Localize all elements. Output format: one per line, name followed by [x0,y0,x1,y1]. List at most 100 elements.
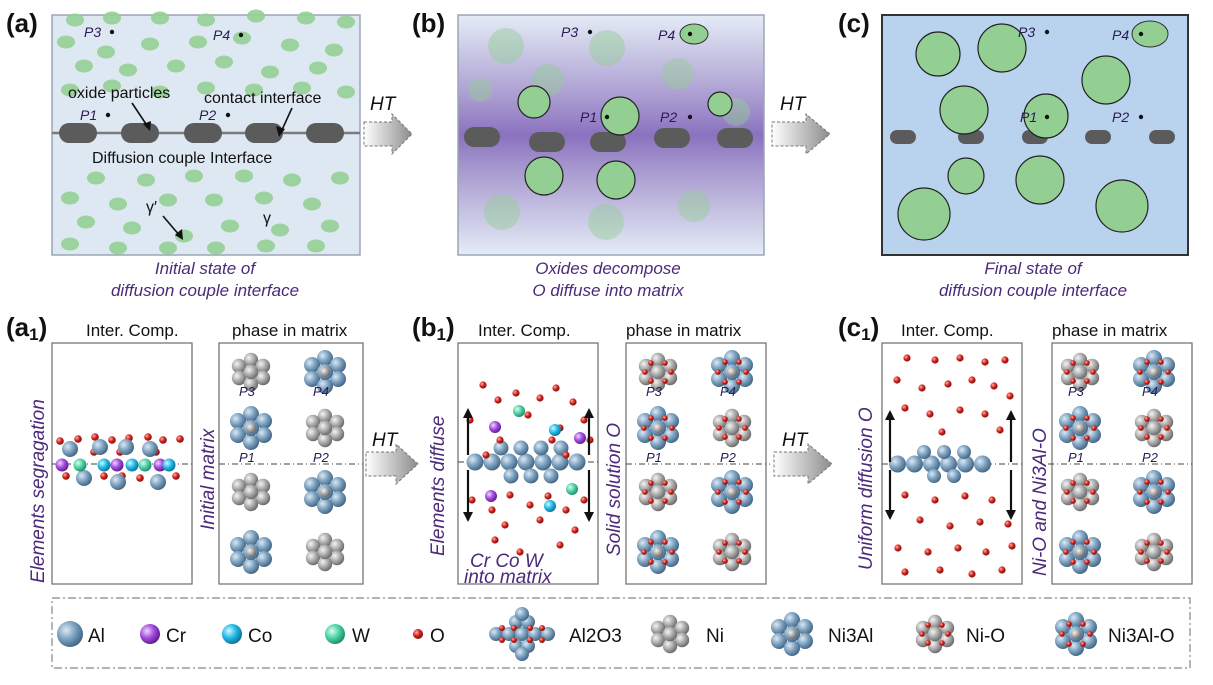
ni-atom [724,432,740,448]
ni-atom [724,420,740,436]
ni-o-icon [915,614,955,654]
ni-atom [650,496,666,512]
panel-a1: (a1) Inter. Comp. Elements segragation p… [6,312,364,585]
o-atom [527,637,533,643]
gamma-prime-particle [61,237,79,251]
point-label: P4 [1142,384,1158,399]
point-p3-dot [109,29,115,35]
ni-atom [243,496,259,512]
ni-atom [255,490,271,506]
al-atom [330,357,346,373]
al-atom [1072,434,1088,450]
o-atom [901,491,909,499]
o-atom [1008,542,1016,550]
al-atom [1072,530,1088,546]
point-label: P4 [313,384,329,399]
gamma-prime-particle [197,13,215,27]
al-icon [57,621,83,647]
al-atom [724,470,740,486]
gamma-prime-particle [233,31,251,45]
point-label: P3 [239,384,256,399]
caption-c-line2: diffusion couple interface [939,281,1127,300]
ni-atom [724,532,740,548]
al-atom [1146,498,1162,514]
gamma-prime-particle [103,11,121,25]
gamma-prime-particle [61,83,79,97]
al-atom [62,441,78,457]
o-atom [669,549,675,555]
gamma-prime-particle [524,156,564,196]
o-atom [1144,434,1150,440]
ni-atom [305,426,321,442]
o-atom [1158,499,1164,505]
oxide-particle [464,127,500,147]
oxide-particle [890,130,916,144]
al-atom [230,427,246,443]
w-atom [566,483,578,495]
panel-b: (b) P3 P4 P1 P2 Oxides decompose O diffu… [412,8,765,300]
o-atom [1084,378,1090,384]
panel-label-c1: (c1) [838,312,879,344]
ni-atom [255,478,271,494]
w-atom [73,458,87,472]
o-atom [743,489,749,495]
gamma-prime-particle [588,204,624,240]
ht-arrow-top-2: HT [771,94,831,156]
ni-atom [662,638,678,654]
o-atom [499,637,505,643]
ni-atom [305,550,321,566]
o-atom [562,451,570,459]
gamma-prime-particle [600,96,640,136]
ni-atom [1072,376,1088,392]
cr-atom [153,458,167,472]
oxide-particle [529,132,565,152]
o-atom [916,516,924,524]
legend-co: Co [248,626,272,647]
gamma-prime-particle [939,85,989,135]
phase-title-c1: phase in matrix [1052,321,1168,340]
ni-icon [650,614,690,654]
al-atom [110,474,126,490]
o-atom [1090,369,1096,375]
o-atom [1144,540,1150,546]
o-atom [62,472,70,480]
o-atom [144,433,152,441]
ni-atom [243,364,259,380]
gamma-prime-particle [1015,155,1065,205]
ni-atom [1071,629,1081,639]
o-atom [1070,415,1076,421]
co-icon [222,624,242,644]
o-atom [1084,415,1090,421]
point-label: P1 [1068,450,1084,465]
o-atom [743,369,749,375]
al-atom [923,455,940,473]
ni-atom [329,550,345,566]
o-atom [544,492,552,500]
ni-atom [243,472,259,488]
o-atom [903,354,911,362]
comp-title-c1: Inter. Comp. [901,321,994,340]
o-atom [716,549,722,555]
o-atom [172,472,180,480]
oxide-particle [59,123,97,143]
al-atom [650,558,666,574]
oxide-particle [306,123,344,143]
ni-atom [317,532,333,548]
ni-cluster [231,472,271,512]
o-atom [968,570,976,578]
al-atom [330,491,346,507]
o-atom [491,536,499,544]
ni-atom [1075,547,1085,557]
legend-al: Al [88,626,105,647]
ni-atom [727,367,737,377]
ni-atom [1146,432,1162,448]
al-atom [317,498,333,514]
oxide-particles [59,123,344,143]
uniform-oxygen [882,354,1022,578]
o-atom [1070,539,1076,545]
o-atom [74,435,82,443]
al-atom [515,647,529,661]
point-p1-dot [105,112,111,118]
cr-icon [140,624,160,644]
segregated-elements [52,433,192,490]
